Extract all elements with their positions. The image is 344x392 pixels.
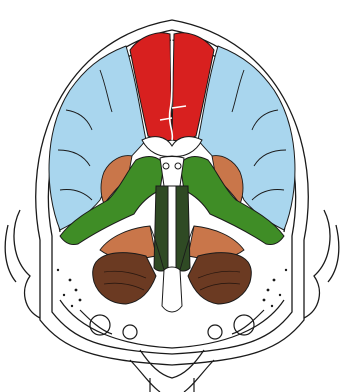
brain-cross-section-svg <box>0 0 344 392</box>
anatomical-illustration <box>0 0 344 392</box>
